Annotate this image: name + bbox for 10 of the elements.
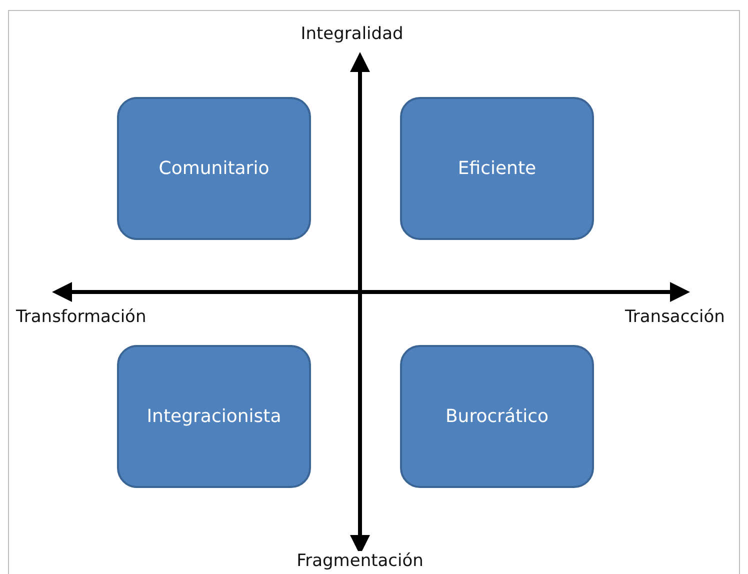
- quadrant-box: [117, 97, 311, 240]
- axis-label: Transacción: [625, 307, 725, 327]
- box-label: Comunitario: [158, 158, 270, 179]
- box-label: Integracionista: [146, 406, 282, 427]
- axis-label: Transformación: [16, 307, 146, 327]
- quadrant-box: [117, 345, 311, 488]
- box-label: Burocrático: [445, 406, 549, 427]
- quadrant-box: [400, 345, 594, 488]
- quadrant-box: [400, 97, 594, 240]
- box-label: Eficiente: [458, 158, 536, 179]
